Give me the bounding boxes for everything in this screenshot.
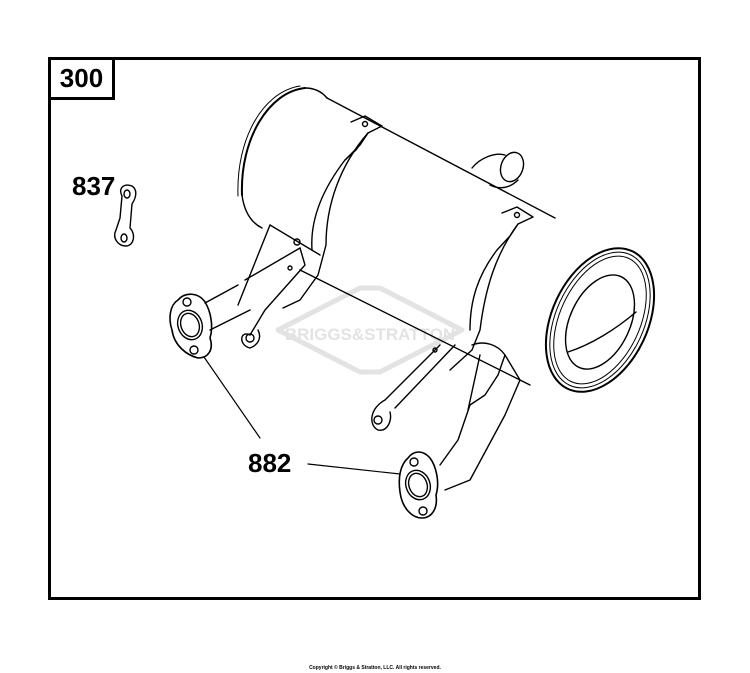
watermark-text: BRIGGS&STRATTON (285, 325, 455, 344)
group-number-label: 300 (51, 60, 115, 100)
muffler-body (237, 85, 656, 393)
exhaust-gasket-front (398, 451, 439, 519)
front-bracket (371, 342, 521, 491)
exhaust-tube-rear (204, 284, 251, 331)
leader-line-882-front (307, 463, 401, 475)
rear-bracket (237, 224, 321, 349)
link-plate-837 (114, 184, 137, 247)
callout-882[interactable]: 882 (248, 448, 292, 478)
mounting-strap-front (449, 206, 534, 371)
exhaust-gasket-rear (169, 293, 213, 359)
mounting-strap-rear (282, 115, 383, 309)
leader-line-882-rear (203, 356, 261, 439)
watermark-logo (275, 285, 465, 375)
copyright-notice: Copyright © Briggs & Stratton, LLC. All … (309, 665, 441, 671)
callout-837[interactable]: 837 (72, 171, 116, 201)
diagram-frame (48, 57, 701, 600)
